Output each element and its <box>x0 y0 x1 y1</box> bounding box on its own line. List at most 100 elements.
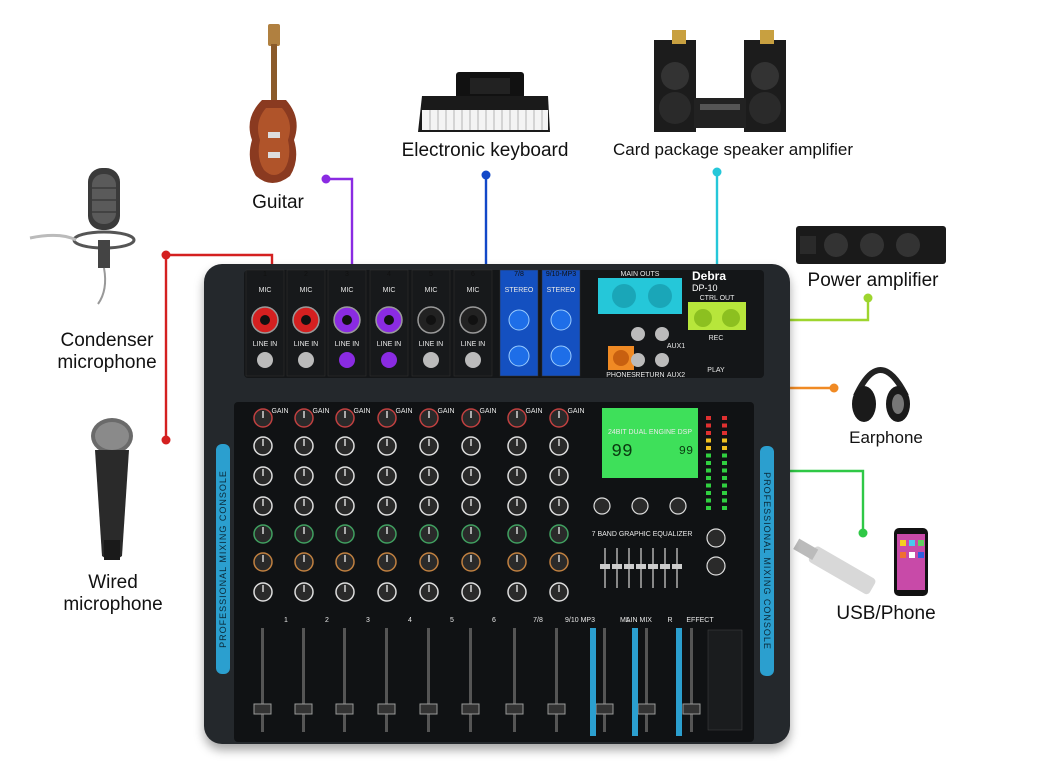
fader-track-9 <box>603 628 606 732</box>
fader-handle-6[interactable] <box>461 703 480 715</box>
master-knob-1[interactable] <box>593 497 611 515</box>
channel-number-6: 6 <box>471 271 475 278</box>
fader-track-7 <box>513 628 516 732</box>
channel-number-2: 2 <box>304 271 308 278</box>
line-in-jack-5[interactable] <box>423 352 439 368</box>
fader-track-8 <box>555 628 558 732</box>
channel-type-6: MIC <box>467 287 480 294</box>
effect-fader-handle[interactable] <box>682 703 701 715</box>
main-outs-label: MAIN OUTS <box>621 271 660 278</box>
main-out-right-jack[interactable] <box>648 284 672 308</box>
ctrl-out-left-jack[interactable] <box>694 309 712 327</box>
speaker-amplifier-label: Card package speaker amplifier <box>612 140 853 159</box>
level-meter-led-l-3 <box>706 438 711 443</box>
stereo-jack-top-8[interactable] <box>550 309 572 331</box>
fader-track-6 <box>469 628 472 732</box>
aux1-master-knob[interactable] <box>706 528 726 548</box>
gain-label-ch4: GAIN <box>395 408 412 415</box>
aux2-master-knob[interactable] <box>706 556 726 576</box>
model-name: DP-10 <box>692 283 718 293</box>
return-label: RETURN <box>635 372 664 379</box>
phones-jack[interactable] <box>613 350 629 366</box>
xlr-jack-center-4 <box>384 315 394 325</box>
fader-handle-9[interactable] <box>595 703 614 715</box>
keyboard-connection-dot <box>481 170 491 180</box>
level-meter-led-r-8 <box>722 476 727 480</box>
ctrl-out-right-jack[interactable] <box>722 309 740 327</box>
fader-label-8: 9/10 MP3 <box>565 617 595 624</box>
fader-handle-3[interactable] <box>335 703 354 715</box>
line-in-jack-1[interactable] <box>257 352 273 368</box>
condenser-label-line2: microphone <box>57 352 157 373</box>
fader-track-4 <box>385 628 388 732</box>
channel-type-3: MIC <box>341 287 354 294</box>
power-amplifier-image <box>796 226 946 264</box>
stereo-jack-top-7[interactable] <box>508 309 530 331</box>
line-in-label-1: LINE IN <box>253 341 278 348</box>
eq-slider-handle-1[interactable] <box>600 564 610 569</box>
return-jack-1[interactable] <box>631 327 645 341</box>
stereo-jack-bottom-8[interactable] <box>550 345 572 367</box>
lcd-display <box>602 408 698 478</box>
master-knob-2[interactable] <box>631 497 649 515</box>
electronic-keyboard-label: Electronic keyboard <box>401 140 569 161</box>
eq-slider-handle-7[interactable] <box>672 564 682 569</box>
wired-microphone-label: Wired microphone <box>58 572 168 616</box>
line-in-jack-6[interactable] <box>465 352 481 368</box>
gain-label-ch5: GAIN <box>437 408 454 415</box>
aux-jack-1[interactable] <box>631 353 645 367</box>
fader-track-1 <box>261 628 264 732</box>
right-side-strip: PROFESSIONAL MIXING CONSOLE <box>760 446 774 676</box>
channel-type-7: STEREO <box>505 287 534 294</box>
eq-slider-handle-6[interactable] <box>660 564 670 569</box>
eq-slider-handle-5[interactable] <box>648 564 658 569</box>
fader-handle-5[interactable] <box>419 703 438 715</box>
level-meter-led-r-10 <box>722 491 727 495</box>
line-in-jack-3[interactable] <box>339 352 355 368</box>
gain-label-ch8: GAIN <box>567 408 584 415</box>
eq-slider-handle-2[interactable] <box>612 564 622 569</box>
channel-type-2: MIC <box>300 287 313 294</box>
rec-label: REC <box>709 335 724 342</box>
main-out-left-jack[interactable] <box>612 284 636 308</box>
line-in-jack-4[interactable] <box>381 352 397 368</box>
level-meter-led-l-10 <box>706 491 711 495</box>
condenser-microphone-label: Condenser microphone <box>50 330 164 374</box>
earphone-label: Earphone <box>849 428 923 447</box>
condenser-microphone-image <box>29 168 136 305</box>
line-in-jack-2[interactable] <box>298 352 314 368</box>
level-meter-led-l-7 <box>706 468 711 473</box>
channel-number-8: 9/10-MP3 <box>546 271 576 278</box>
eq-slider-handle-3[interactable] <box>624 564 634 569</box>
fader-handle-8[interactable] <box>547 703 566 715</box>
gain-label-ch1: GAIN <box>271 408 288 415</box>
level-meter-led-l-11 <box>706 498 711 503</box>
fader-handle-4[interactable] <box>377 703 396 715</box>
fader-handle-10[interactable] <box>637 703 656 715</box>
ctrl-out-label: CTRL OUT <box>700 295 735 302</box>
gain-label-ch3: GAIN <box>353 408 370 415</box>
channel-type-8: STEREO <box>547 287 576 294</box>
eq-slider-handle-4[interactable] <box>636 564 646 569</box>
fader-handle-7[interactable] <box>505 703 524 715</box>
master-knob-3[interactable] <box>669 497 687 515</box>
effect-fader-track <box>690 628 693 732</box>
aux-jack-2[interactable] <box>655 353 669 367</box>
line-in-label-3: LINE IN <box>335 341 360 348</box>
fader-handle-2[interactable] <box>294 703 313 715</box>
wired-label-line2: microphone <box>63 594 163 615</box>
channel-number-7: 7/8 <box>514 271 524 278</box>
return-jack-2[interactable] <box>655 327 669 341</box>
stereo-jack-bottom-7[interactable] <box>508 345 530 367</box>
fader-label-3: 3 <box>366 617 370 624</box>
fader-label-2: 2 <box>325 617 329 624</box>
fader-handle-1[interactable] <box>253 703 272 715</box>
level-meter-led-l-2 <box>706 431 711 435</box>
usb-phone-label: USB/Phone <box>836 603 936 624</box>
main-mix-label: MAIN MIX <box>620 617 652 624</box>
play-label: PLAY <box>707 367 725 374</box>
xlr-jack-center-6 <box>468 315 478 325</box>
earphone-connection-dot <box>829 383 839 393</box>
wired-label-line1: Wired <box>88 572 138 593</box>
